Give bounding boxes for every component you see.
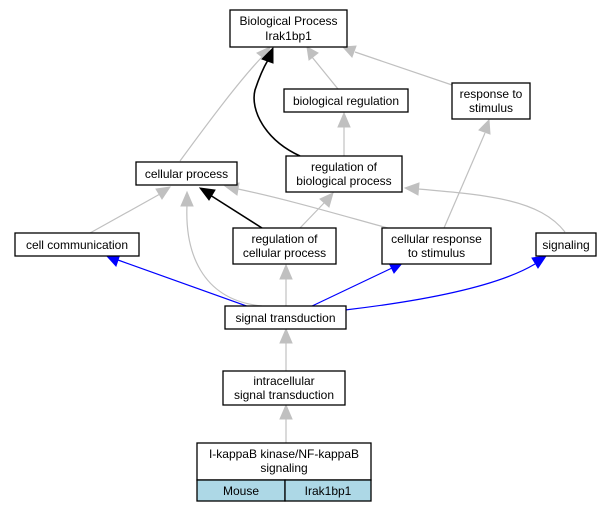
node-label: cell communication xyxy=(26,238,128,252)
arrowhead-icon xyxy=(478,118,491,135)
edge-regulation-of-cellular-process-to-cellular-process xyxy=(209,194,263,229)
leaf-table-gene-cell: Irak1bp1 xyxy=(284,479,372,502)
node-intracellular-signal-transduction[interactable]: intracellular signal transduction xyxy=(222,370,346,406)
arrowhead-icon xyxy=(180,190,194,207)
node-cellular-process[interactable]: cellular process xyxy=(135,161,238,186)
edge-signal-transduction-to-cellular-process xyxy=(186,204,263,307)
node-regulation-of-biological-process[interactable]: regulation of biological process xyxy=(285,155,403,193)
edge-signal-transduction-to-cell-communication xyxy=(117,259,256,310)
node-label: signal transduction xyxy=(235,311,335,325)
arrowhead-icon xyxy=(531,255,548,269)
gene-label: Irak1bp1 xyxy=(305,484,352,498)
node-label: stimulus xyxy=(469,101,513,115)
arrowhead-icon xyxy=(319,192,334,208)
edge-regulation-of-cellular-process-to-regulation-of-biological-process xyxy=(299,201,326,229)
edge-signal-transduction-to-cellular-response xyxy=(309,267,393,308)
node-label: I-kappaB kinase/NF-kappaB xyxy=(209,447,359,461)
node-label: regulation of xyxy=(251,232,318,246)
node-label: cellular process xyxy=(243,246,326,260)
node-label: regulation of xyxy=(311,160,378,174)
edge-cell-communication-to-cellular-process xyxy=(89,193,161,234)
node-biological-regulation[interactable]: biological regulation xyxy=(283,88,409,113)
edge-signaling-to-regulation-of-biological-process xyxy=(417,188,566,233)
edge-cellular-response-to-response-to-stimulus xyxy=(443,132,486,229)
node-label: biological regulation xyxy=(293,94,399,108)
edge-cellular-response-to-cellular-process xyxy=(237,188,396,231)
organism-label: Mouse xyxy=(223,484,259,498)
node-label: response to xyxy=(460,87,523,101)
edge-biological-regulation-to-root xyxy=(311,56,339,90)
edge-response-to-stimulus-to-root xyxy=(354,51,456,87)
node-cellular-response-to-stimulus[interactable]: cellular response to stimulus xyxy=(381,227,492,265)
node-label: intracellular xyxy=(253,374,314,388)
node-ikb-nfkb-signaling[interactable]: I-kappaB kinase/NF-kappaB signaling xyxy=(196,442,372,481)
arrowhead-icon xyxy=(306,46,319,61)
node-label: to stimulus xyxy=(408,246,465,260)
edge-cellular-process-to-root xyxy=(179,56,263,162)
node-label: biological process xyxy=(296,174,391,188)
node-label: Biological Process xyxy=(239,14,337,28)
node-signaling[interactable]: signaling xyxy=(535,232,597,257)
node-cell-communication[interactable]: cell communication xyxy=(14,232,140,257)
arrowhead-icon xyxy=(261,46,274,64)
arrowhead-icon xyxy=(403,182,420,196)
arrowhead-icon xyxy=(337,111,351,128)
node-label: cellular process xyxy=(145,167,228,181)
node-label: signal transduction xyxy=(234,388,334,402)
node-label: signaling xyxy=(260,461,307,475)
node-signal-transduction[interactable]: signal transduction xyxy=(224,305,347,330)
leaf-table-organism-cell: Mouse xyxy=(196,479,286,502)
arrowhead-icon xyxy=(279,327,293,344)
arrowhead-icon xyxy=(155,186,172,200)
node-label: signaling xyxy=(542,238,589,252)
arrowhead-icon xyxy=(198,187,216,201)
arrowhead-icon xyxy=(279,263,293,280)
edge-signal-transduction-to-signaling xyxy=(344,263,536,311)
node-regulation-of-cellular-process[interactable]: regulation of cellular process xyxy=(232,227,337,265)
arrowhead-icon xyxy=(279,403,293,420)
arrowhead-icon xyxy=(341,45,357,58)
node-biological-process-root[interactable]: Biological Process Irak1bp1 xyxy=(229,9,348,48)
node-response-to-stimulus[interactable]: response to stimulus xyxy=(451,82,531,120)
node-label: Irak1bp1 xyxy=(265,29,312,43)
node-label: cellular response xyxy=(391,232,482,246)
edge-regulation-of-biological-process-to-root xyxy=(253,59,301,157)
